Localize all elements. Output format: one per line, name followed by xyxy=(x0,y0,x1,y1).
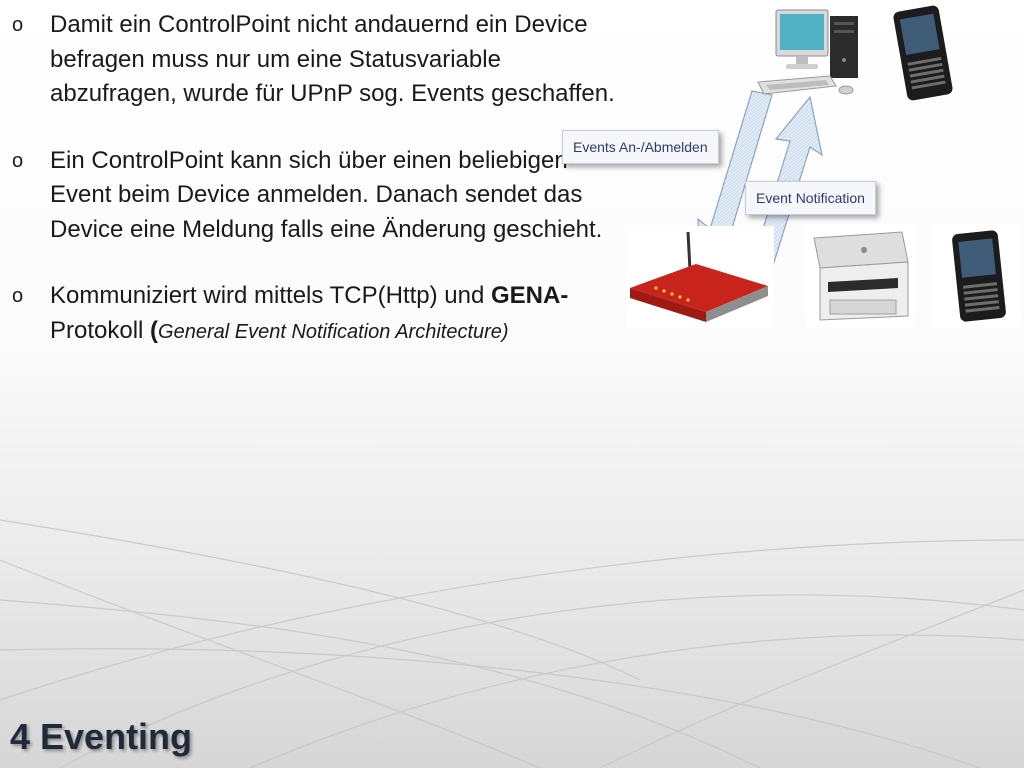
bullet-item-polling: o Damit ein ControlPoint nicht andauernd… xyxy=(12,8,622,112)
callout-notify: Event Notification xyxy=(745,181,876,215)
bullet-text: Damit ein ControlPoint nicht andauernd e… xyxy=(50,11,615,107)
bullet-text-before: Kommuniziert wird mittels TCP(Http) und xyxy=(50,282,491,309)
bullet-list: o Damit ein ControlPoint nicht andauernd… xyxy=(12,8,622,381)
bullet-text: Ein ControlPoint kann sich über einen be… xyxy=(50,146,603,243)
bullet-paren-open: ( xyxy=(150,316,159,344)
router-icon xyxy=(626,226,774,328)
bullet-marker: o xyxy=(12,149,24,172)
bullet-marker: o xyxy=(12,14,24,36)
smartphone-icon xyxy=(893,5,953,101)
callout-subscribe: Events An-/Abmelden xyxy=(562,130,719,164)
printer-icon xyxy=(806,224,914,328)
desktop-computer-icon xyxy=(757,9,858,95)
bullet-item-protocol: o Kommuniziert wird mittels TCP(Http) un… xyxy=(12,279,622,349)
bullet-text-italic: General Event Notification Architecture) xyxy=(158,320,509,343)
smartphone-icon xyxy=(930,224,1022,328)
bullet-marker: o xyxy=(12,285,24,307)
bullet-text-middle: Protokoll xyxy=(50,316,151,344)
bullet-text-strong: GENA- xyxy=(491,282,569,309)
bullet-item-subscribe: o Ein ControlPoint kann sich über einen … xyxy=(12,144,622,248)
slide-title: 4 Eventing xyxy=(10,716,193,757)
